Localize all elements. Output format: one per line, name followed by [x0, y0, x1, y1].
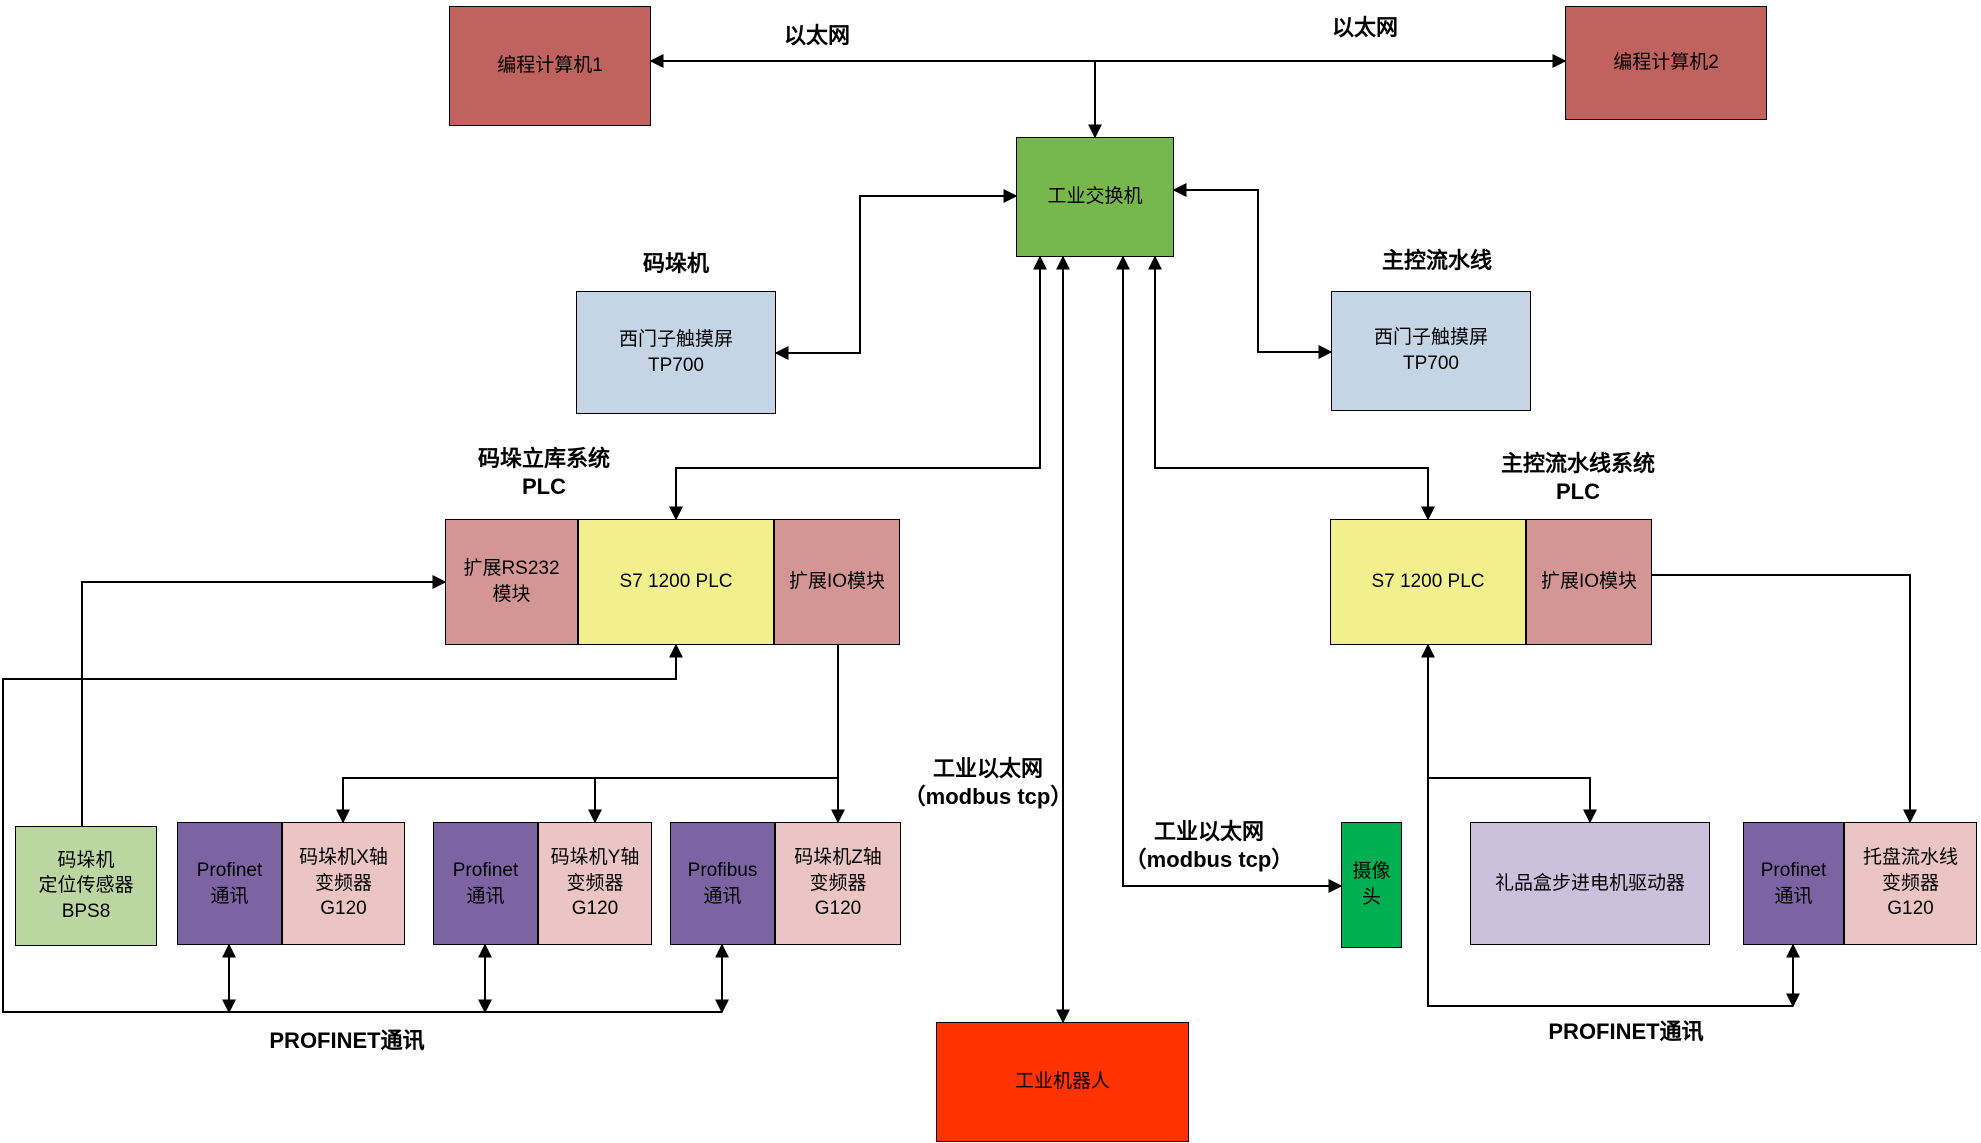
node-profibus-comm-z: Profibus 通讯	[670, 822, 775, 945]
node-camera: 摄像 头	[1341, 822, 1402, 948]
edge-plc-right-profinet-bus	[1421, 643, 1793, 1007]
edge-switch-camera	[1116, 255, 1343, 893]
node-profinet-comm-x: Profinet 通讯	[177, 822, 282, 945]
node-z-axis-drive-g120: 码垛机Z轴 变频器 G120	[775, 822, 901, 945]
label-palletizing-warehouse-plc: 码垛立库系统 PLC	[477, 446, 611, 499]
node-profinet-comm-y: Profinet 通讯	[433, 822, 538, 945]
edge-switch-tp700-left	[774, 189, 1018, 360]
edge-bps8-rs232	[81, 575, 447, 826]
node-industrial-robot: 工业机器人	[936, 1022, 1189, 1142]
node-profinet-comm-tray: Profinet 通讯	[1743, 822, 1844, 945]
label-profinet-bottom-left: PROFINET通讯	[269, 1028, 425, 1053]
node-tray-line-drive-g120: 托盘流水线 变频器 G120	[1844, 822, 1977, 945]
label-modbus-tcp-left: 工业以太网 （modbus tcp）	[903, 756, 1073, 809]
node-io-module-left: 扩展IO模块	[774, 519, 900, 645]
edge-switch-plc-left	[669, 255, 1047, 521]
edge-io-left-drive-x	[336, 777, 838, 824]
edge-switch-tp700-right	[1172, 183, 1333, 359]
node-rs232-module: 扩展RS232 模块	[445, 519, 578, 645]
label-ethernet-left: 以太网	[783, 23, 851, 48]
label-ethernet-right: 以太网	[1331, 15, 1399, 40]
label-main-control-line: 主控流水线	[1381, 248, 1493, 273]
label-profinet-bottom-right: PROFINET通讯	[1548, 1019, 1704, 1044]
label-palletizer: 码垛机	[642, 251, 710, 276]
edge-plc-right-gift-driver	[1428, 777, 1597, 824]
node-touchscreen-right: 西门子触摸屏 TP700	[1331, 291, 1531, 411]
node-gift-box-stepper-driver: 礼品盒步进电机驱动器	[1470, 822, 1710, 945]
node-programming-computer-2: 编程计算机2	[1565, 6, 1767, 120]
node-industrial-switch: 工业交换机	[1016, 137, 1174, 257]
label-main-line-system-plc: 主控流水线系统 PLC	[1500, 451, 1656, 504]
node-s7-1200-plc-left: S7 1200 PLC	[578, 519, 774, 645]
node-touchscreen-left: 西门子触摸屏 TP700	[576, 291, 776, 414]
edge-plc-left-profinet-bus	[2, 643, 722, 1013]
edge-io-right-tray-drive	[1652, 574, 1917, 824]
node-s7-1200-plc-right: S7 1200 PLC	[1330, 519, 1526, 645]
label-modbus-tcp-right: 工业以太网 （modbus tcp）	[1124, 819, 1294, 872]
node-x-axis-drive-g120: 码垛机X轴 变频器 G120	[282, 822, 405, 945]
node-programming-computer-1: 编程计算机1	[449, 6, 651, 126]
node-io-module-right: 扩展IO模块	[1526, 519, 1652, 645]
node-positioning-sensor-bps8: 码垛机 定位传感器 BPS8	[15, 826, 157, 946]
node-y-axis-drive-g120: 码垛机Y轴 变频器 G120	[538, 822, 652, 945]
